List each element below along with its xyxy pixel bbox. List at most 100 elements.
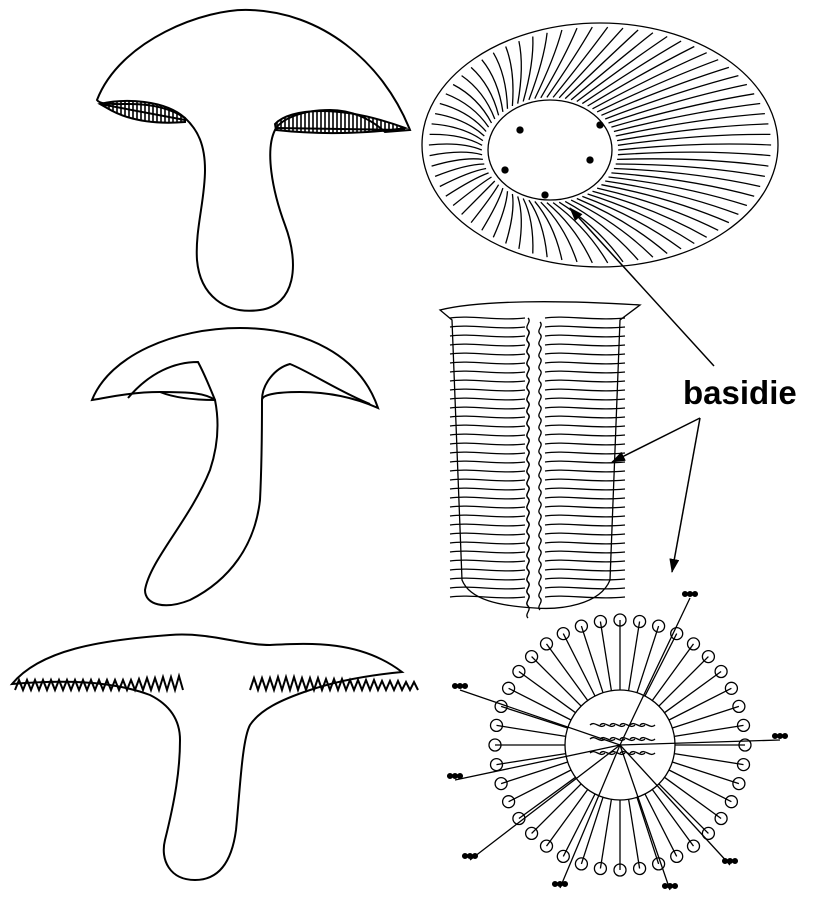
ray-cell	[674, 725, 743, 736]
hypha-cell	[618, 152, 771, 155]
hypha-core	[539, 514, 541, 526]
hypha-cell	[450, 326, 525, 328]
hypha-cell	[450, 488, 525, 490]
hypha-cell	[450, 425, 525, 427]
hypha-cell	[545, 533, 625, 535]
basidium-dot	[597, 122, 603, 128]
hypha-cell	[453, 177, 491, 206]
basidium-stalk	[455, 745, 620, 780]
hypha-core	[539, 454, 541, 466]
hypha-cell	[450, 398, 525, 400]
basidium-stalk	[620, 598, 690, 745]
hypha-cell	[450, 596, 525, 598]
ray-cell	[672, 762, 739, 784]
hypha-cell	[545, 389, 625, 391]
hypha-cell	[618, 144, 771, 150]
hypha-cell	[545, 416, 625, 418]
hypha-cell	[450, 443, 525, 445]
ray-cell	[629, 622, 640, 691]
hypha-cell	[597, 188, 718, 230]
sterigma-dot	[468, 854, 473, 859]
basidium-dot	[587, 157, 593, 163]
hypha-cell	[545, 407, 625, 409]
hypha-cell	[545, 398, 625, 400]
hypha-cell	[450, 434, 525, 436]
tube-cross-section	[422, 23, 778, 267]
hypha-cell	[446, 173, 489, 196]
hypha-core	[539, 550, 541, 562]
basidium-dot	[542, 192, 548, 198]
mushroom-with-smooth-hymenium	[92, 328, 378, 605]
mushroom-with-gills	[12, 635, 418, 880]
hypha-cell	[432, 124, 483, 141]
basidium-dot	[517, 127, 523, 133]
basidium-stalk	[620, 740, 780, 745]
hypha-core	[539, 586, 541, 598]
ray-cell	[563, 794, 595, 856]
hypha-cell	[545, 425, 625, 427]
hypha-core	[539, 538, 541, 550]
hypha-cell	[545, 380, 625, 382]
ray-cell	[501, 762, 568, 784]
sterigma-dot	[723, 859, 728, 864]
hypha-core	[527, 594, 529, 618]
hypha-core	[539, 574, 541, 586]
hypha-cell	[617, 124, 768, 141]
sterigma-dot	[673, 884, 678, 889]
hypha-core	[539, 418, 541, 430]
sterigma-dot	[683, 592, 688, 597]
hypha-cell	[450, 407, 525, 409]
ray-cell	[669, 688, 731, 720]
ray-cell	[672, 706, 739, 728]
hypha-cell	[545, 569, 625, 571]
hypha-cell	[577, 37, 667, 102]
hypha-cell	[471, 67, 499, 115]
sterigma-dot	[728, 859, 733, 864]
hypha-cell	[450, 524, 525, 526]
sterigma-dot	[553, 882, 558, 887]
hypha-core	[539, 322, 541, 334]
ray-cell	[645, 794, 677, 856]
hypha-cell	[545, 551, 625, 553]
ray-cell	[669, 770, 731, 802]
hypha-cell	[545, 353, 625, 355]
ray-cell	[497, 725, 566, 736]
hypha-cell	[450, 506, 525, 508]
hypha-cell	[545, 317, 625, 319]
hypha-core	[539, 490, 541, 502]
sterigma-dot	[458, 684, 463, 689]
hypha-cell	[545, 326, 625, 328]
hypha-cell	[429, 144, 482, 150]
hypha-cell	[545, 362, 625, 364]
hypha-cell	[450, 452, 525, 454]
sterigma-dot	[783, 734, 788, 739]
sterigma-dot	[663, 884, 668, 889]
ray-cell	[645, 634, 677, 696]
spine-longitudinal-section	[440, 302, 640, 618]
hypha-cell	[453, 85, 491, 124]
ray-cell	[637, 626, 659, 693]
hypha-cell	[605, 76, 738, 119]
ray-cell	[674, 754, 743, 765]
hypha-cell	[450, 353, 525, 355]
hypha-cell	[450, 461, 525, 463]
hypha-cell	[545, 560, 625, 562]
hypha-cell	[450, 416, 525, 418]
hypha-cell	[553, 203, 608, 263]
hypha-cell	[545, 587, 625, 589]
sterigma-dot	[453, 774, 458, 779]
hypha-cell	[609, 177, 747, 206]
hypha-cell	[450, 497, 525, 499]
hypha-core	[539, 358, 541, 370]
hypha-core	[539, 502, 541, 514]
hypha-cell	[450, 587, 525, 589]
arrow-to-lamella-basidium	[672, 418, 700, 572]
hypha-cell	[545, 452, 625, 454]
ray-cell	[629, 799, 640, 868]
hypha-core	[539, 370, 541, 382]
hypha-core	[539, 478, 541, 490]
hypha-cell	[535, 30, 562, 99]
sterigma-dot	[453, 684, 458, 689]
hypha-cell	[440, 104, 486, 132]
